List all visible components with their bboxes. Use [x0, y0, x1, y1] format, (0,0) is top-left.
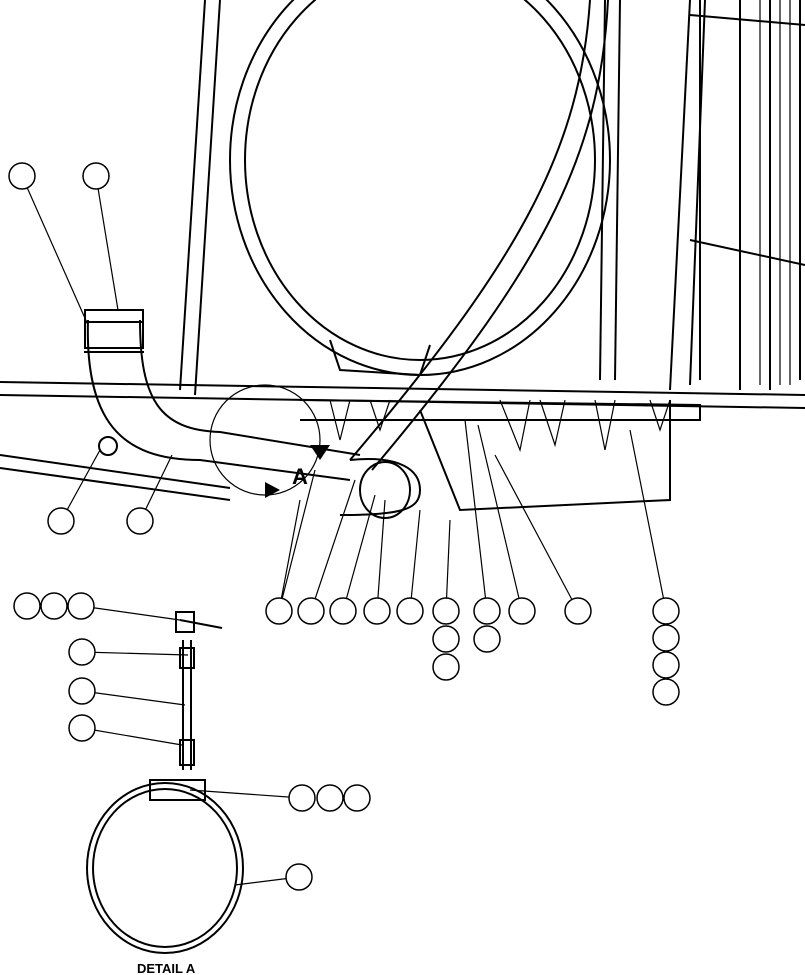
fan-hose-pipe — [349, 0, 609, 471]
radiator-frame — [179, 0, 805, 396]
view-marker-label: A — [292, 464, 308, 489]
ground-frame — [0, 381, 805, 512]
leader-lines — [21, 175, 667, 886]
fan-shroud — [229, 0, 611, 377]
view-arrows — [265, 445, 330, 498]
callout-balloons — [8, 162, 680, 891]
detail-a-caption: DETAIL A — [137, 961, 196, 975]
detail-a-rod-clamp — [86, 611, 244, 954]
